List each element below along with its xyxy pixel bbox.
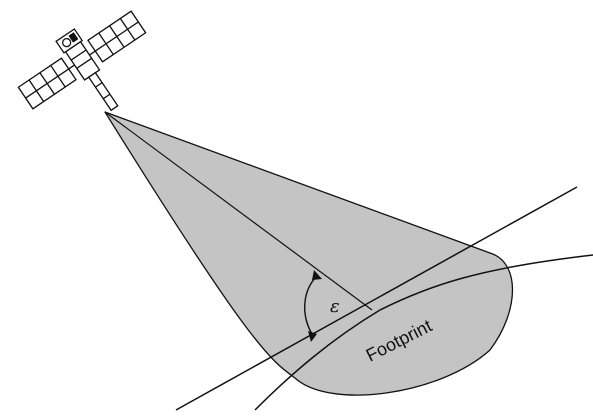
- satellite-icon: [9, 0, 171, 146]
- elevation-angle-symbol: ε: [330, 296, 340, 317]
- beam-cone: [105, 112, 513, 395]
